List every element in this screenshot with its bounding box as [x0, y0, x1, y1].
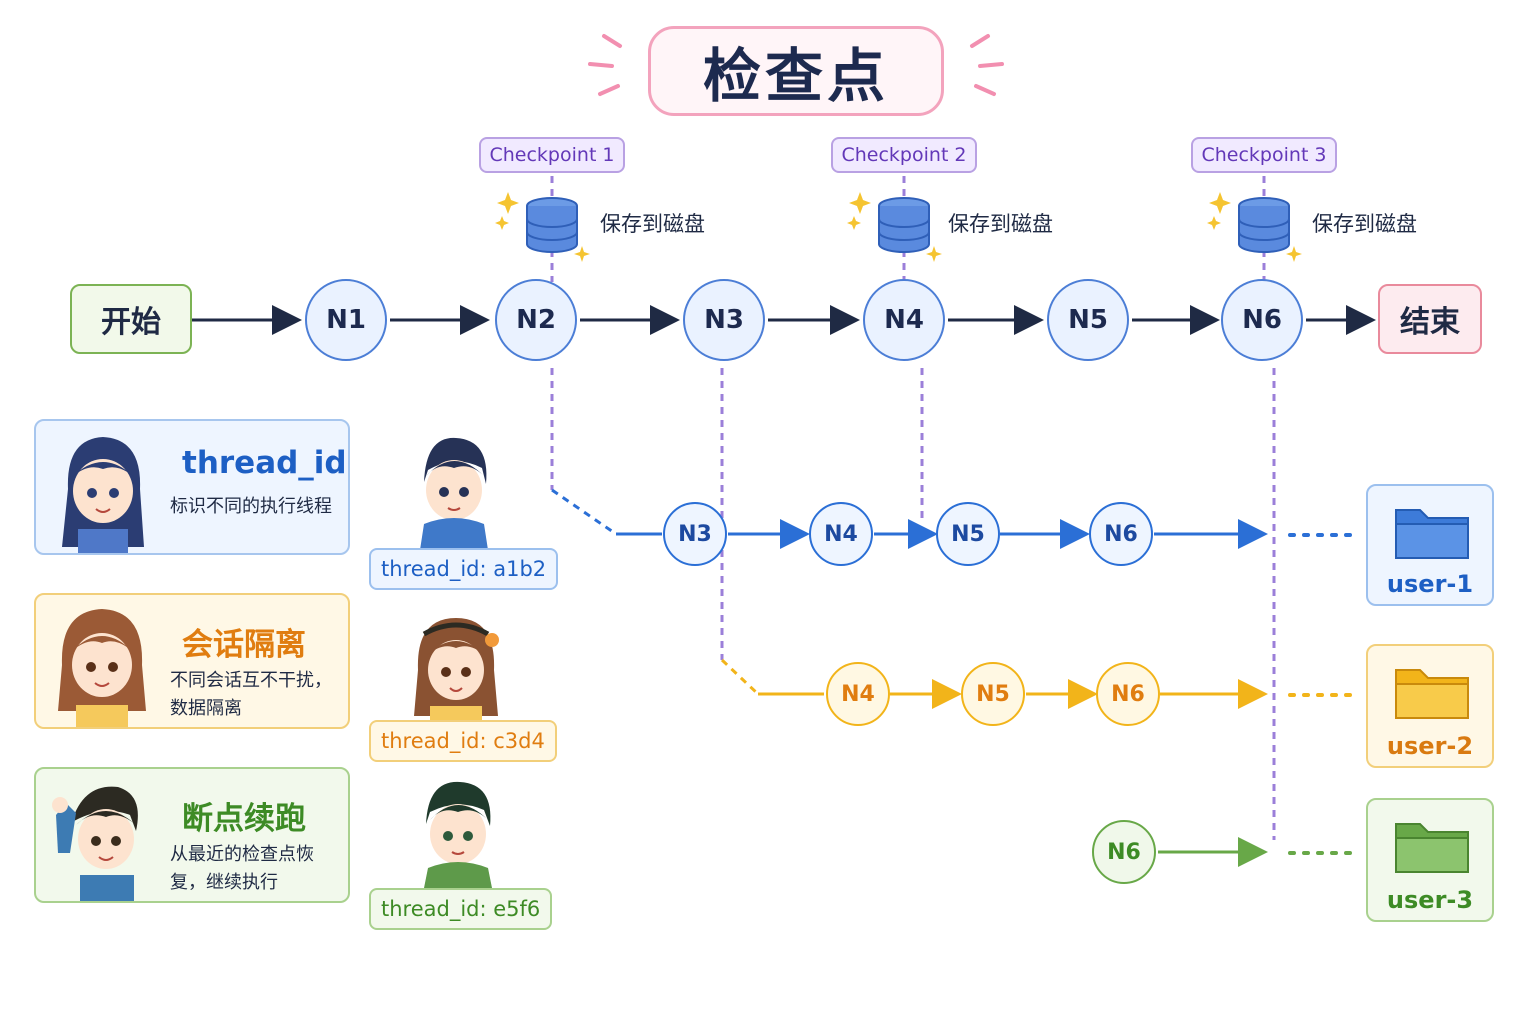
fork-slant-yellow — [720, 658, 760, 696]
boy-avatar-blue — [420, 437, 488, 550]
end-node: 结束 — [1378, 284, 1482, 354]
blue-branch-node-n3: N3 — [663, 502, 727, 566]
blue-branch-node-n5: N5 — [936, 502, 1000, 566]
title-sparkles — [588, 34, 1004, 96]
checkpoint-3-tag: Checkpoint 3 — [1191, 137, 1337, 173]
thread-id-tag-c3d4: thread_id: c3d4 — [369, 720, 557, 762]
checkpoint-dashes — [550, 176, 1276, 840]
thread-id-card: thread_id 标识不同的执行线程 — [34, 419, 350, 555]
checkpoint-2-tag: Checkpoint 2 — [831, 137, 977, 173]
boy-avatar — [52, 786, 138, 901]
card-title-resume: 断点续跑 — [182, 801, 306, 837]
fork-slant-blue — [551, 488, 617, 536]
main-node-n5: N5 — [1047, 279, 1129, 361]
folder-icon — [1395, 509, 1469, 559]
girl-avatar — [62, 437, 144, 553]
main-node-n3: N3 — [683, 279, 765, 361]
card-desc-session-isolation: 不同会话互不干扰，数据隔离 — [170, 670, 332, 719]
user-3-box: user-3 — [1366, 798, 1494, 922]
save-to-disk-label-3: 保存到磁盘 — [1312, 212, 1417, 236]
green-branch-node-n6: N6 — [1092, 820, 1156, 884]
page-title: 检查点 — [648, 26, 944, 116]
session-isolation-card: 会话隔离 不同会话互不干扰，数据隔离 — [34, 593, 350, 729]
user-1-label: user-1 — [1386, 570, 1474, 598]
card-desc-thread-id: 标识不同的执行线程 — [170, 496, 332, 517]
main-node-n6: N6 — [1221, 279, 1303, 361]
user-3-label: user-3 — [1386, 886, 1474, 914]
card-title-thread-id: thread_id — [182, 445, 347, 481]
yellow-branch-node-n4: N4 — [826, 662, 890, 726]
start-node: 开始 — [70, 284, 192, 354]
save-to-disk-label-1: 保存到磁盘 — [600, 212, 705, 236]
boy-avatar-green — [424, 781, 492, 888]
main-node-n2: N2 — [495, 279, 577, 361]
user-2-label: user-2 — [1386, 732, 1474, 760]
card-title-session-isolation: 会话隔离 — [182, 627, 306, 663]
save-to-disk-label-2: 保存到磁盘 — [948, 212, 1053, 236]
folder-icon — [1395, 669, 1469, 719]
checkpoint-1-tag: Checkpoint 1 — [479, 137, 625, 173]
card-desc-resume: 从最近的检查点恢复，继续执行 — [170, 844, 314, 893]
resume-card: 断点续跑 从最近的检查点恢复，继续执行 — [34, 767, 350, 903]
yellow-branch-node-n5: N5 — [961, 662, 1025, 726]
user-2-box: user-2 — [1366, 644, 1494, 768]
yellow-branch-node-n6: N6 — [1096, 662, 1160, 726]
yellow-branch-arrows — [758, 679, 1352, 709]
main-node-n4: N4 — [863, 279, 945, 361]
blue-branch-node-n6: N6 — [1089, 502, 1153, 566]
user-1-box: user-1 — [1366, 484, 1494, 606]
main-node-n1: N1 — [305, 279, 387, 361]
girl-avatar-yellow — [414, 618, 499, 722]
blue-branch-arrows — [616, 519, 1352, 549]
girl-avatar — [58, 609, 146, 727]
folder-icon — [1395, 823, 1469, 873]
blue-branch-node-n4: N4 — [809, 502, 873, 566]
green-branch-arrows — [1158, 837, 1352, 867]
thread-id-tag-e5f6: thread_id: e5f6 — [369, 888, 553, 930]
thread-id-tag-a1b2: thread_id: a1b2 — [369, 548, 559, 590]
